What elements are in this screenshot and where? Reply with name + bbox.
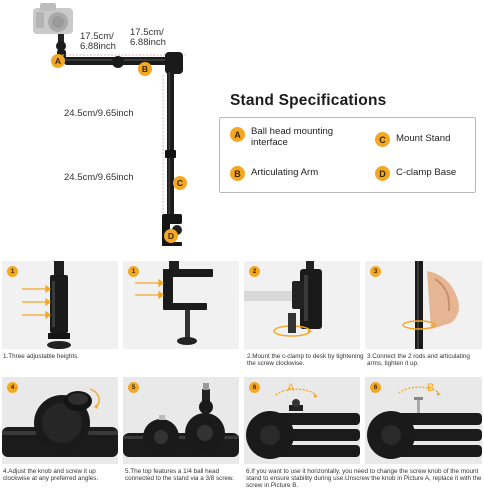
spec-item-c: C Mount Stand bbox=[375, 132, 450, 147]
step-panel-6a: A 6 bbox=[244, 377, 360, 464]
dimension-pole-upper: 24.5cm/9.65inch bbox=[64, 108, 134, 119]
marker-c: C bbox=[173, 176, 187, 190]
stand-illustration bbox=[33, 3, 186, 246]
desk-clamp-illustration bbox=[244, 261, 322, 337]
spec-badge-d: D bbox=[375, 166, 390, 181]
step-caption-1: 1.Three adjustable heights. bbox=[3, 353, 79, 360]
step-badge-1a: 1 bbox=[7, 266, 18, 277]
spec-label-c: Mount Stand bbox=[396, 133, 451, 145]
step-panel-4: 4 bbox=[2, 377, 118, 464]
step-panel-1b: 1 bbox=[123, 261, 239, 349]
specs-title: Stand Specifications bbox=[230, 92, 387, 109]
step-badge-1b: 1 bbox=[128, 266, 139, 277]
ball-head-illustration bbox=[123, 383, 239, 457]
dimension-arm-right: 17.5cm/ 6.88inch bbox=[130, 27, 166, 48]
heights-illustration bbox=[22, 261, 71, 349]
step-caption-2: 2.Mount the c-clamp to desk by tightenin… bbox=[247, 353, 364, 368]
stand-diagram: A B C D 17.5cm/ 6.88inch 17.5cm/ 6.88inc… bbox=[0, 0, 230, 250]
camera-illustration bbox=[33, 3, 73, 34]
knob-illustration bbox=[2, 388, 118, 457]
picture-label-b: B bbox=[427, 382, 435, 394]
dimension-arm-left: 17.5cm/ 6.88inch bbox=[80, 31, 116, 52]
specs-box: A Ball head mounting interface C Mount S… bbox=[219, 117, 476, 193]
horizontal-knob-illustration bbox=[246, 388, 360, 459]
step-caption-5: 5.The top features a 1/4 ball head conne… bbox=[125, 468, 234, 483]
step-badge-5: 5 bbox=[128, 382, 139, 393]
spec-badge-b: B bbox=[230, 166, 245, 181]
step-badge-4: 4 bbox=[7, 382, 18, 393]
step-caption-4: 4.Adjust the knob and screw it up clockw… bbox=[3, 468, 99, 483]
spec-item-d: D C-clamp Base bbox=[375, 166, 456, 181]
step-caption-3: 3.Connect the 2 rods and articulating ar… bbox=[367, 353, 470, 368]
step-badge-2: 2 bbox=[249, 266, 260, 277]
spec-label-d: C-clamp Base bbox=[396, 167, 457, 179]
step-panel-2: 2 bbox=[244, 261, 360, 349]
step-panel-5: 5 bbox=[123, 377, 239, 464]
spec-label-a: Ball head mounting interface bbox=[251, 126, 334, 148]
dimension-pole-lower: 24.5cm/9.65inch bbox=[64, 172, 134, 183]
step-badge-6b: 6 bbox=[370, 382, 381, 393]
spec-item-b: B Articulating Arm bbox=[230, 166, 318, 181]
spec-badge-a: A bbox=[230, 127, 245, 142]
spec-badge-c: C bbox=[375, 132, 390, 147]
rod-connect-illustration bbox=[402, 261, 459, 349]
step-badge-3: 3 bbox=[370, 266, 381, 277]
step-panel-1a: 1 bbox=[2, 261, 118, 349]
step-panel-6b: B 6 bbox=[365, 377, 482, 464]
spec-label-b: Articulating Arm bbox=[251, 167, 319, 179]
marker-d: D bbox=[164, 229, 178, 243]
step-caption-6: 6.If you want to use it horizontally, yo… bbox=[246, 468, 482, 490]
marker-b: B bbox=[138, 62, 152, 76]
horizontal-screw-illustration bbox=[367, 386, 482, 459]
marker-a: A bbox=[51, 54, 65, 68]
picture-label-a: A bbox=[287, 382, 295, 394]
step-panel-3: 3 bbox=[365, 261, 482, 349]
step-badge-6a: 6 bbox=[249, 382, 260, 393]
clamp-illustration bbox=[135, 261, 213, 345]
spec-item-a: A Ball head mounting interface bbox=[230, 126, 360, 148]
